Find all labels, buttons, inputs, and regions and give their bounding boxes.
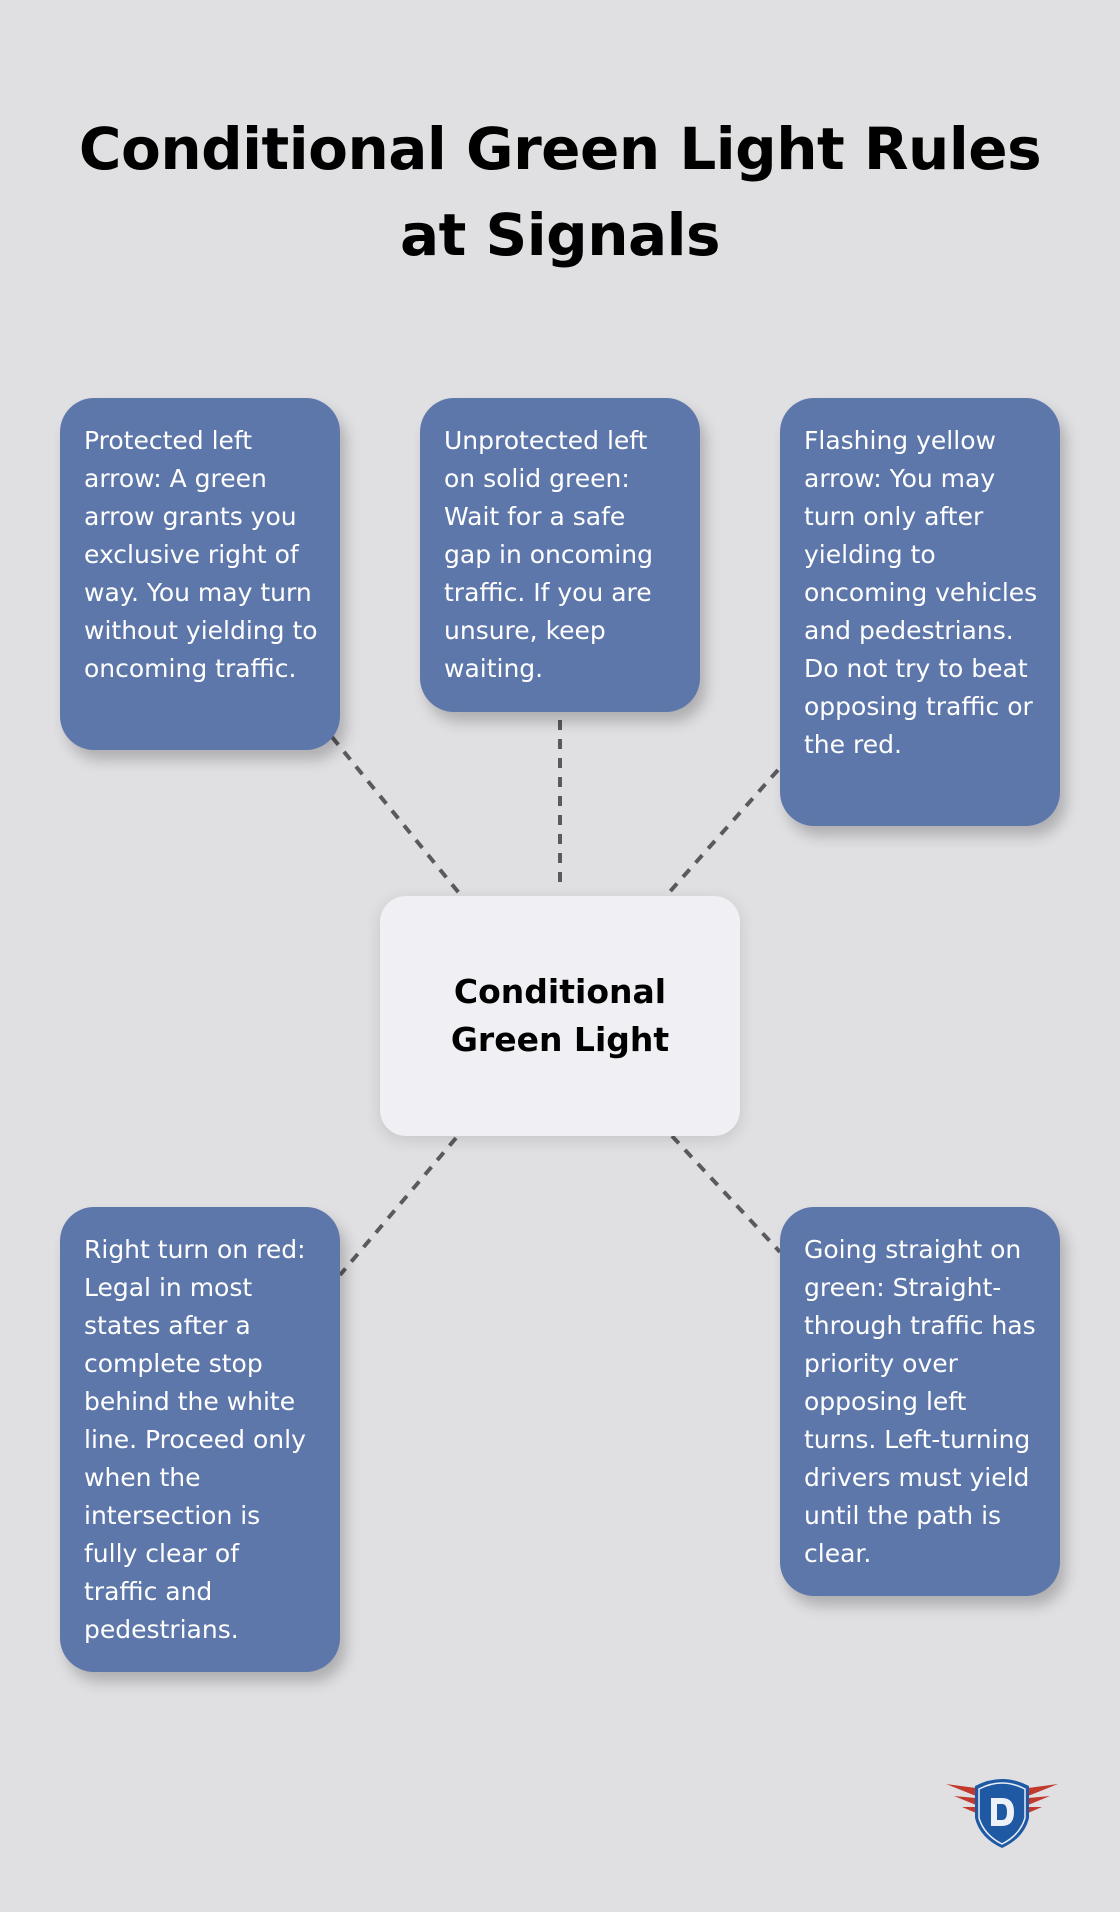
card-protected-left-arrow: Protected left arrow: A green arrow gran… bbox=[60, 398, 340, 750]
connector-bottom-right bbox=[670, 1134, 782, 1254]
center-node-label: Conditional Green Light bbox=[450, 972, 670, 1059]
center-node: Conditional Green Light bbox=[380, 896, 740, 1136]
card-text: Going straight on green: Straight-throug… bbox=[804, 1235, 1036, 1568]
connector-bottom-left bbox=[338, 1136, 458, 1277]
card-text: Right turn on red: Legal in most states … bbox=[84, 1235, 306, 1644]
title-line-1: Conditional Green Light Rules bbox=[78, 115, 1042, 183]
card-going-straight-on-green: Going straight on green: Straight-throug… bbox=[780, 1207, 1060, 1596]
card-right-turn-on-red: Right turn on red: Legal in most states … bbox=[60, 1207, 340, 1672]
connector-top-left bbox=[330, 735, 461, 895]
card-unprotected-left: Unprotected left on solid green: Wait fo… bbox=[420, 398, 700, 712]
card-text: Protected left arrow: A green arrow gran… bbox=[84, 426, 318, 683]
connector-top-right bbox=[664, 768, 780, 898]
page-title: Conditional Green Light Rules at Signals bbox=[40, 106, 1080, 278]
card-text: Unprotected left on solid green: Wait fo… bbox=[444, 426, 653, 683]
title-line-2: at Signals bbox=[399, 201, 721, 269]
card-flashing-yellow-arrow: Flashing yellow arrow: You may turn only… bbox=[780, 398, 1060, 826]
shield-wings-logo-icon bbox=[946, 1779, 1058, 1848]
card-text: Flashing yellow arrow: You may turn only… bbox=[804, 426, 1038, 759]
